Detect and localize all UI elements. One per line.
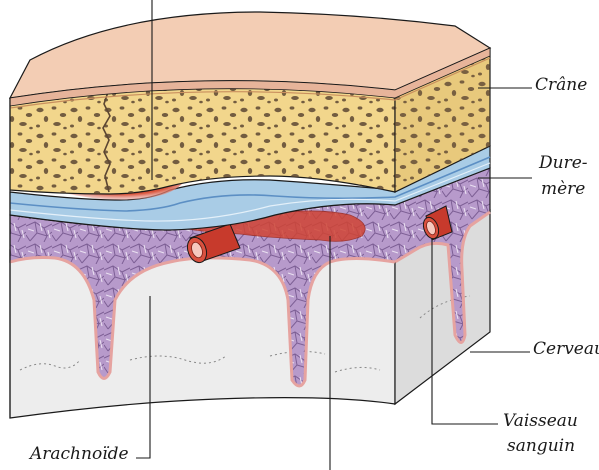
label-cerveau: Cerveau: [533, 339, 599, 359]
label-dure-mere-line1: Dure-: [539, 153, 588, 173]
label-dure-mere-line2: mère: [541, 179, 585, 199]
label-vaisseau-line2: sanguin: [507, 436, 575, 456]
label-crane: Crâne: [535, 75, 587, 95]
label-arachnoide: Arachnoïde: [30, 444, 129, 464]
label-vaisseau-line1: Vaisseau: [503, 411, 578, 431]
